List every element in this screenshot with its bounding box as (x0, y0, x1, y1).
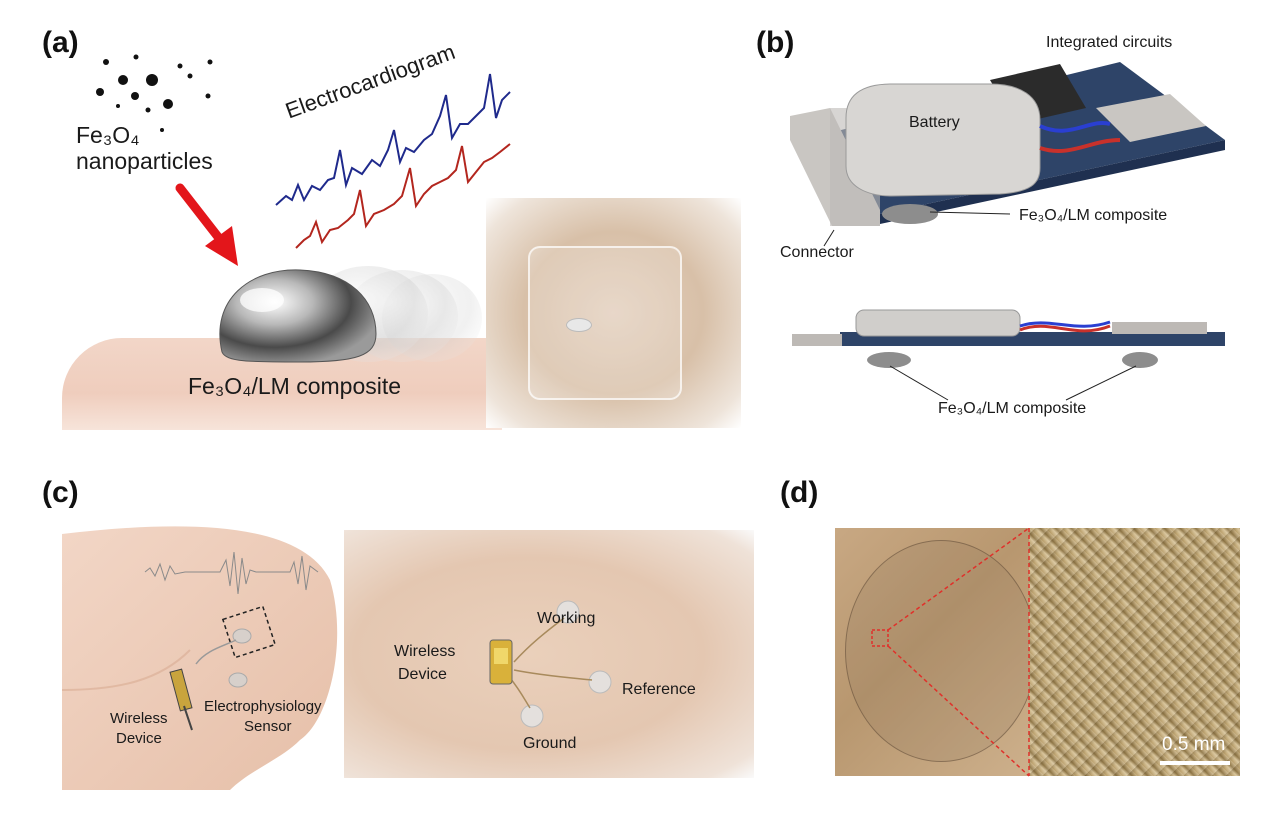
working-label: Working (537, 610, 596, 627)
composite-label-b-top: Fe₃O₄/LM composite (1019, 207, 1168, 224)
arm-wireless-line1: Wireless (110, 710, 168, 727)
skin-patch-photo (835, 528, 1029, 776)
composite-label-a: Fe₃O₄/LM composite (188, 373, 402, 399)
panel-a-label: (a) (42, 26, 79, 59)
electrode-layout (489, 600, 612, 728)
panel-c-label: (c) (42, 476, 79, 509)
reference-label: Reference (622, 681, 696, 698)
arm-sensor-line1: Electrophysiology (204, 698, 322, 715)
arm-wireless-line2: Device (116, 730, 162, 747)
patch-outline (845, 540, 1029, 762)
panel-d-label: (d) (780, 476, 819, 509)
arm-sensor-line2: Sensor (244, 718, 292, 735)
lm-dot (566, 318, 592, 332)
ground-label: Ground (523, 735, 577, 752)
composite-label-b-side: Fe₃O₄/LM composite (938, 400, 1087, 417)
scale-bar-label: 0.5 mm (1162, 734, 1226, 755)
panel-b-label: (b) (756, 26, 795, 59)
device-line1: Wireless (394, 643, 456, 660)
nanoparticles-label: nanoparticles (76, 148, 213, 174)
transparent-patch (528, 246, 682, 400)
back-photo (344, 530, 754, 778)
connector-label: Connector (780, 244, 854, 261)
device-line2: Device (398, 666, 447, 683)
microscope-photo (1029, 528, 1240, 776)
wrist-photo (486, 198, 741, 428)
microscope-overlay (1029, 528, 1240, 776)
integrated-circuits-label: Integrated circuits (1046, 34, 1173, 51)
nanoparticles-formula: Fe₃O₄ (76, 122, 140, 148)
battery-label: Battery (909, 114, 960, 131)
